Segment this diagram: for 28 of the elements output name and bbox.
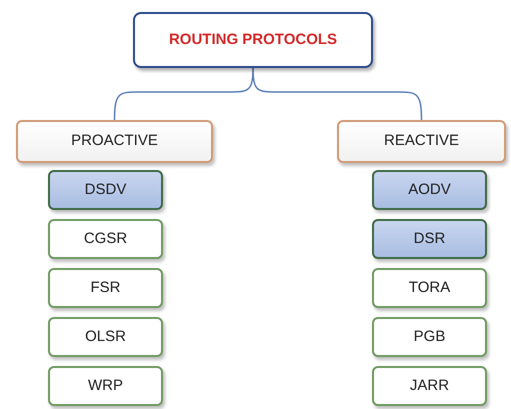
- box-label: AODV: [408, 180, 451, 200]
- connector-line: [252, 68, 422, 120]
- protocol-box: [48, 268, 163, 308]
- box-label: DSR: [414, 228, 446, 249]
- box-label: PGB: [414, 326, 446, 347]
- box-label: ROUTING PROTOCOLS: [168, 30, 338, 50]
- box-label: PROACTIVE: [71, 131, 158, 152]
- box-label: JARR: [410, 376, 450, 396]
- box-label: FSR: [90, 278, 120, 298]
- box-label: REACTIVE: [384, 131, 459, 152]
- protocol-box: [48, 366, 163, 406]
- protocol-box: [48, 219, 163, 259]
- protocol-box: [48, 317, 163, 357]
- root-box: [133, 12, 373, 68]
- protocol-box: [372, 317, 487, 357]
- protocol-box: [372, 366, 487, 406]
- protocol-box: [372, 268, 487, 308]
- box-label: CGSR: [84, 228, 128, 249]
- box-label: WRP: [88, 376, 123, 396]
- category-box: [337, 120, 506, 163]
- protocol-box: [372, 219, 487, 259]
- box-label: OLSR: [85, 326, 126, 347]
- category-box: [16, 120, 213, 163]
- box-label: TORA: [408, 278, 450, 298]
- box-label: DSDV: [84, 180, 126, 200]
- protocol-box: [48, 170, 163, 210]
- protocol-box: [372, 170, 487, 210]
- connector-line: [114, 68, 254, 120]
